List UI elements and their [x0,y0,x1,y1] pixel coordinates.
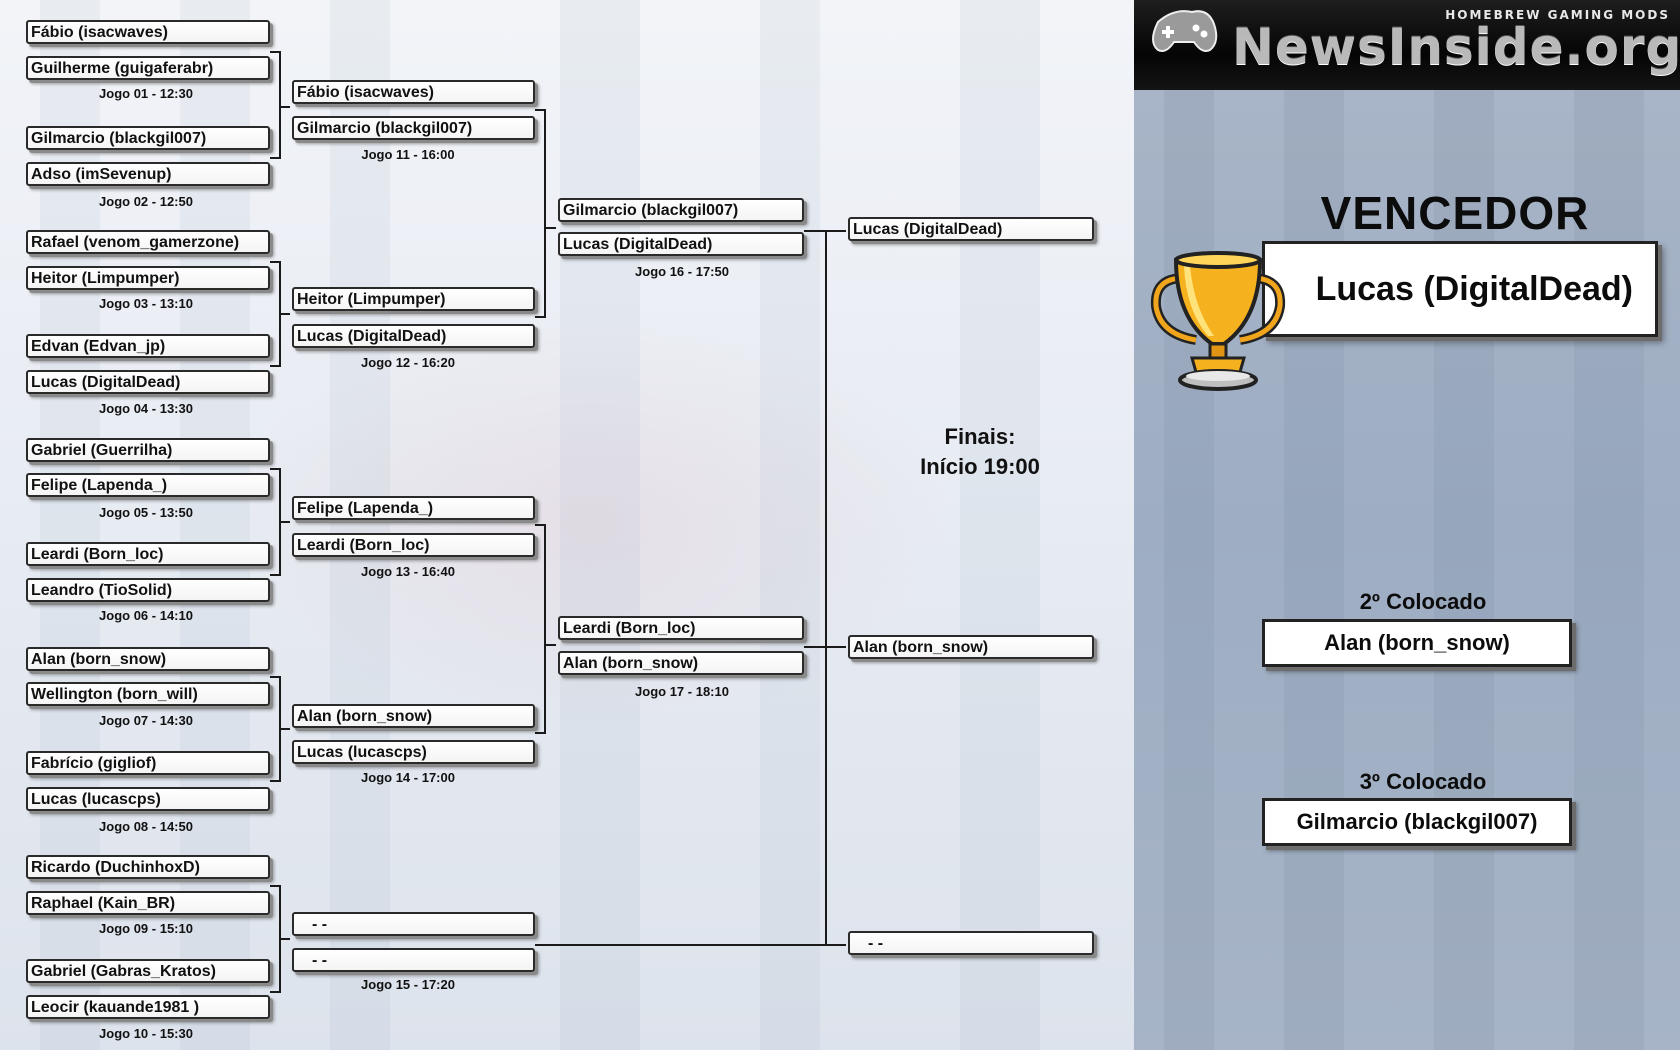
match-label-jogo02: Jogo 02 - 12:50 [99,194,193,209]
finals-note: Finais: Início 19:00 [880,422,1080,482]
second-place-name-box: Alan (born_snow) [1262,619,1572,667]
logo-text: NewsInside.org [1232,18,1680,76]
match-label-jogo11: Jogo 11 - 16:00 [361,147,455,162]
winner-name-box: Lucas (DigitalDead) [1262,241,1658,337]
round1-match5-player1: Gabriel (Guerrilha) [26,438,270,462]
match-label-jogo01: Jogo 01 - 12:30 [99,86,193,101]
round2-match4-player2: Lucas (lucascps) [292,740,535,764]
round2-match2-player2: Lucas (DigitalDead) [292,324,535,348]
winner-title: VENCEDOR [1320,187,1590,239]
round2-match3-player1: Felipe (Lapenda_) [292,496,535,520]
match-label-jogo09: Jogo 09 - 15:10 [99,921,193,936]
match-label-jogo03: Jogo 03 - 13:10 [99,296,193,311]
gamepad-icon [1152,10,1218,52]
finals-slot-2: Alan (born_snow) [848,635,1094,659]
match-label-jogo04: Jogo 04 - 13:30 [99,401,193,416]
match-label-jogo15: Jogo 15 - 17:20 [361,977,455,992]
newsinside-logo-banner: NewsInside.org HOMEBREW GAMING MODS [1134,0,1680,90]
round2-match4-player1: Alan (born_snow) [292,704,535,728]
round1-match1-player1: Fábio (isacwaves) [26,20,270,44]
third-place-name-box: Gilmarcio (blackgil007) [1262,798,1572,846]
round3-match2-player1: Leardi (Born_loc) [558,616,804,640]
round1-match2-player2: Adso (imSevenup) [26,162,270,186]
round2-match2-player1: Heitor (Limpumper) [292,287,535,311]
finals-note-start-time: Início 19:00 [920,454,1040,479]
round2-match1-player2: Gilmarcio (blackgil007) [292,116,535,140]
round1-match8-player2: Lucas (lucascps) [26,787,270,811]
finals-slot-3: - - [848,931,1094,955]
round1-match3-player1: Rafael (venom_gamerzone) [26,230,270,254]
round1-match3-player2: Heitor (Limpumper) [26,266,270,290]
logo-tagline: HOMEBREW GAMING MODS [1445,8,1670,22]
round1-match10-player2: Leocir (kauande1981 ) [26,995,270,1019]
second-place-title: 2º Colocado [1359,589,1487,614]
round1-match1-player2: Guilherme (guigaferabr) [26,56,270,80]
round1-match8-player1: Fabrício (gigliof) [26,751,270,775]
round1-match5-player2: Felipe (Lapenda_) [26,473,270,497]
round1-match6-player2: Leandro (TioSolid) [26,578,270,602]
round3-match2-player2: Alan (born_snow) [558,651,804,675]
round1-match4-player2: Lucas (DigitalDead) [26,370,270,394]
match-label-jogo08: Jogo 08 - 14:50 [99,819,193,834]
match-label-jogo17: Jogo 17 - 18:10 [635,684,729,699]
round2-match5-player1: - - [292,912,535,936]
match-label-jogo16: Jogo 16 - 17:50 [635,264,729,279]
bracket-connector-lines [270,51,846,993]
trophy-icon [1150,251,1286,391]
match-label-jogo07: Jogo 07 - 14:30 [99,713,193,728]
match-label-jogo12: Jogo 12 - 16:20 [361,355,455,370]
match-label-jogo05: Jogo 05 - 13:50 [99,505,193,520]
round3-match1-player2: Lucas (DigitalDead) [558,232,804,256]
round1-match7-player2: Wellington (born_will) [26,682,270,706]
match-label-jogo06: Jogo 06 - 14:10 [99,608,193,623]
match-label-jogo13: Jogo 13 - 16:40 [361,564,455,579]
round1-match10-player1: Gabriel (Gabras_Kratos) [26,959,270,983]
round1-match2-player1: Gilmarcio (blackgil007) [26,126,270,150]
round1-match7-player1: Alan (born_snow) [26,647,270,671]
round1-match4-player1: Edvan (Edvan_jp) [26,334,270,358]
round2-match1-player1: Fábio (isacwaves) [292,80,535,104]
results-panel [1134,0,1680,1050]
match-label-jogo14: Jogo 14 - 17:00 [361,770,455,785]
round1-match6-player1: Leardi (Born_loc) [26,542,270,566]
finals-slot-1: Lucas (DigitalDead) [848,217,1094,241]
match-label-jogo10: Jogo 10 - 15:30 [99,1026,193,1041]
round2-match3-player2: Leardi (Born_loc) [292,533,535,557]
third-place-title: 3º Colocado [1359,769,1487,794]
round1-match9-player1: Ricardo (DuchinhoxD) [26,855,270,879]
round3-match1-player1: Gilmarcio (blackgil007) [558,198,804,222]
finals-note-title: Finais: [944,424,1016,449]
round2-match5-player2: - - [292,948,535,972]
round1-match9-player2: Raphael (Kain_BR) [26,891,270,915]
